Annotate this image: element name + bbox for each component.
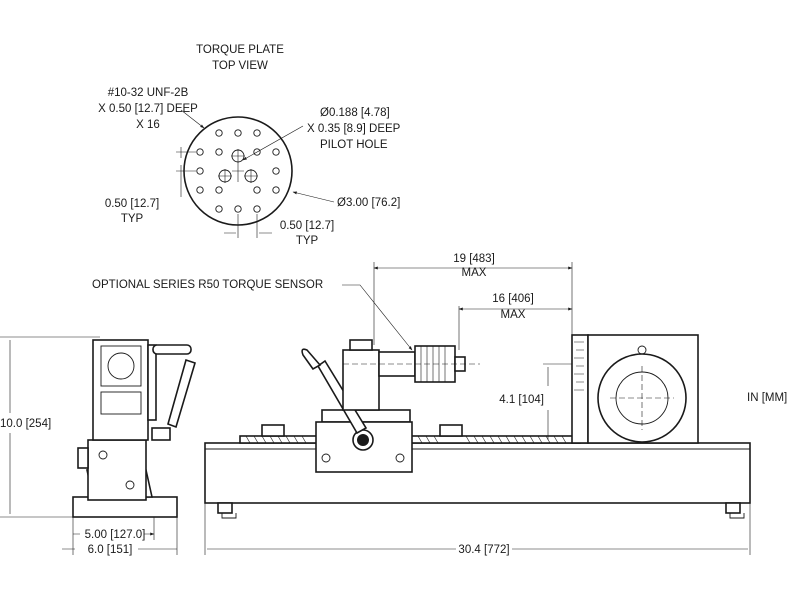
base-frame [204,442,751,504]
top-view-title-2: TOP VIEW [212,60,268,72]
threaded-hole [253,205,261,213]
reach-max-value: 19 [483] [453,253,495,265]
side-plate-lower [100,391,142,415]
tailstock-bracket [571,334,589,444]
threaded-hole [272,167,280,175]
lever-grip [301,348,322,371]
threaded-hole [272,148,280,156]
side-body-lower [87,439,147,501]
bottom-spacing-dimension [224,214,272,238]
threaded-hole [215,186,223,194]
carriage-bolt [395,453,405,463]
side-bolt [125,480,135,490]
reach-extension-lines [373,262,573,345]
threaded-hole [272,186,280,194]
bottom-spacing-label-2: TYP [296,235,319,247]
lever-arm [316,359,368,435]
torque-sensor-label: OPTIONAL SERIES R50 TORQUE SENSOR [92,279,323,291]
side-rail [147,344,157,421]
bottom-spacing-label-1: 0.50 [12.7] [280,220,334,232]
left-spacing-dimension [176,147,196,197]
threaded-hole [215,148,223,156]
units-label: IN [MM] [747,392,787,404]
height-extension-lines [543,363,572,444]
side-view: 10.0 [254] 5.00 [127.0] 6.0 [151] [0,336,196,556]
tailstock-scale [574,341,584,391]
travel-max-label: MAX [501,309,526,321]
threaded-holes [196,129,280,213]
overall-height-label: 10.0 [254] [0,418,51,430]
foot-pads [221,513,745,519]
wheel-centerlines [610,366,674,430]
pilot-callout-1: Ø0.188 [4.78] [320,107,390,119]
screw-knob-left [261,424,285,437]
length-extension-lines [204,503,751,555]
side-lever-handle [152,344,192,355]
torque-plate-top-view: TORQUE PLATE TOP VIEW #10-32 UNF-2B X 0.… [98,44,401,247]
plate-diameter-label: Ø3.00 [76.2] [337,197,400,209]
pilot-leader [242,125,304,161]
tailstock-housing [587,334,699,444]
base-inner-label: 5.00 [127.0] [85,529,146,541]
threaded-hole [253,148,261,156]
pilot-holes [218,149,258,183]
thread-leader [180,109,205,129]
height-label: 4.1 [104] [499,394,544,406]
threaded-hole [253,129,261,137]
carriage-bolt [321,453,331,463]
length-label: 30.4 [772] [458,544,509,556]
threaded-hole [196,148,204,156]
pilot-callout-2: X 0.35 [8.9] DEEP [307,123,401,135]
left-spacing-label-1: 0.50 [12.7] [105,198,159,210]
pilot-callout-3: PILOT HOLE [320,139,388,151]
wheel-screw [637,345,647,355]
threaded-hole [215,205,223,213]
side-bolt [98,450,108,460]
thread-callout-1: #10-32 UNF-2B [108,87,189,99]
sensor-leader [342,284,413,351]
sensor-mount-cap [349,339,373,351]
side-column [92,339,149,441]
side-handle-stub [77,447,89,469]
threaded-hole [215,129,223,137]
threaded-hole [196,186,204,194]
front-view: 19 [483] MAX 16 [406] MAX OPTIONAL SERIE… [92,253,787,556]
pilot-centerlines [218,149,258,183]
lever-hub-center [357,434,369,446]
thread-callout-2: X 0.50 [12.7] DEEP [98,103,198,115]
travel-max-value: 16 [406] [492,293,534,305]
reach-max-label: MAX [462,267,487,279]
side-plate-square [100,345,142,387]
side-lever-arm [167,358,196,429]
screw-knob-right [439,424,463,437]
threaded-hole [196,167,204,175]
diameter-leader [292,191,335,203]
side-clamp [151,427,171,441]
base-foot-left [217,502,233,514]
top-view-title-1: TORQUE PLATE [196,44,284,56]
side-plate-circle [107,352,135,380]
base-foot-right [725,502,741,514]
threaded-hole [234,205,242,213]
base-outer-label: 6.0 [151] [88,544,133,556]
threaded-hole [253,186,261,194]
threaded-hole [234,129,242,137]
thread-callout-3: X 16 [136,119,160,131]
left-spacing-label-2: TYP [121,213,144,225]
sensor-mount [342,349,380,411]
carriage-top [321,409,411,423]
